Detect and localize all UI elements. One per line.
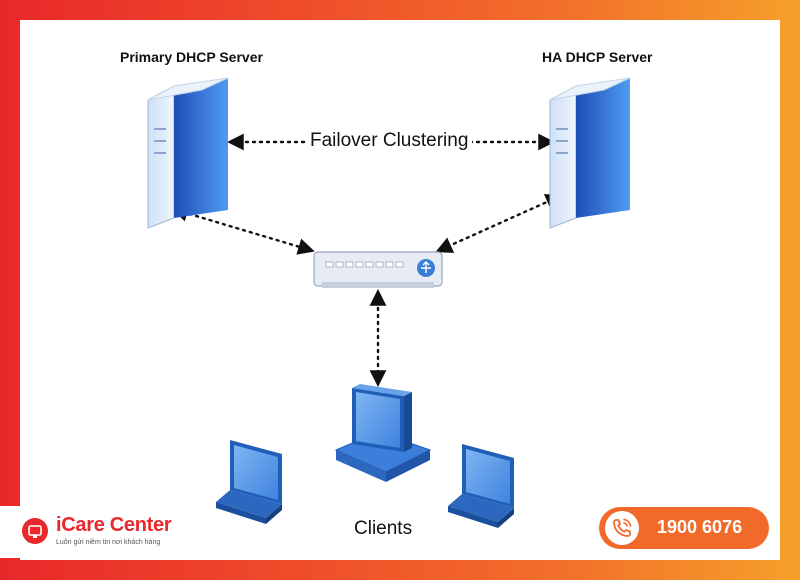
ha-server-icon xyxy=(549,77,631,229)
laptop-icon xyxy=(448,444,514,528)
ha-server-label: HA DHCP Server xyxy=(542,49,653,65)
network-switch-icon xyxy=(313,251,443,288)
laptop-icon xyxy=(216,440,282,524)
brand-tagline: Luôn gửi niềm tin nơi khách hàng xyxy=(56,539,161,546)
primary-switch-link xyxy=(171,205,315,255)
icare-logo-icon xyxy=(22,518,48,544)
diagram-panel: Primary DHCP Server HA DHCP Server Failo… xyxy=(20,20,780,560)
hotline-number[interactable]: 1900 6076 xyxy=(657,517,743,537)
brand-name: iCare Center xyxy=(56,514,172,536)
ha-switch-link xyxy=(435,194,563,253)
brand-badge: iCare Center Luôn gửi niềm tin nơi khách… xyxy=(0,506,205,558)
desktop-computer-icon xyxy=(334,384,432,482)
primary-server-label: Primary DHCP Server xyxy=(120,49,263,65)
primary-server-icon xyxy=(147,77,229,229)
clients-label: Clients xyxy=(354,518,413,539)
hotline-badge[interactable]: 1900 6076 xyxy=(599,507,769,549)
failover-clustering-label: Failover Clustering xyxy=(306,130,473,152)
phone-icon xyxy=(605,511,639,545)
connection-lines xyxy=(171,133,563,388)
network-diagram xyxy=(147,77,631,528)
